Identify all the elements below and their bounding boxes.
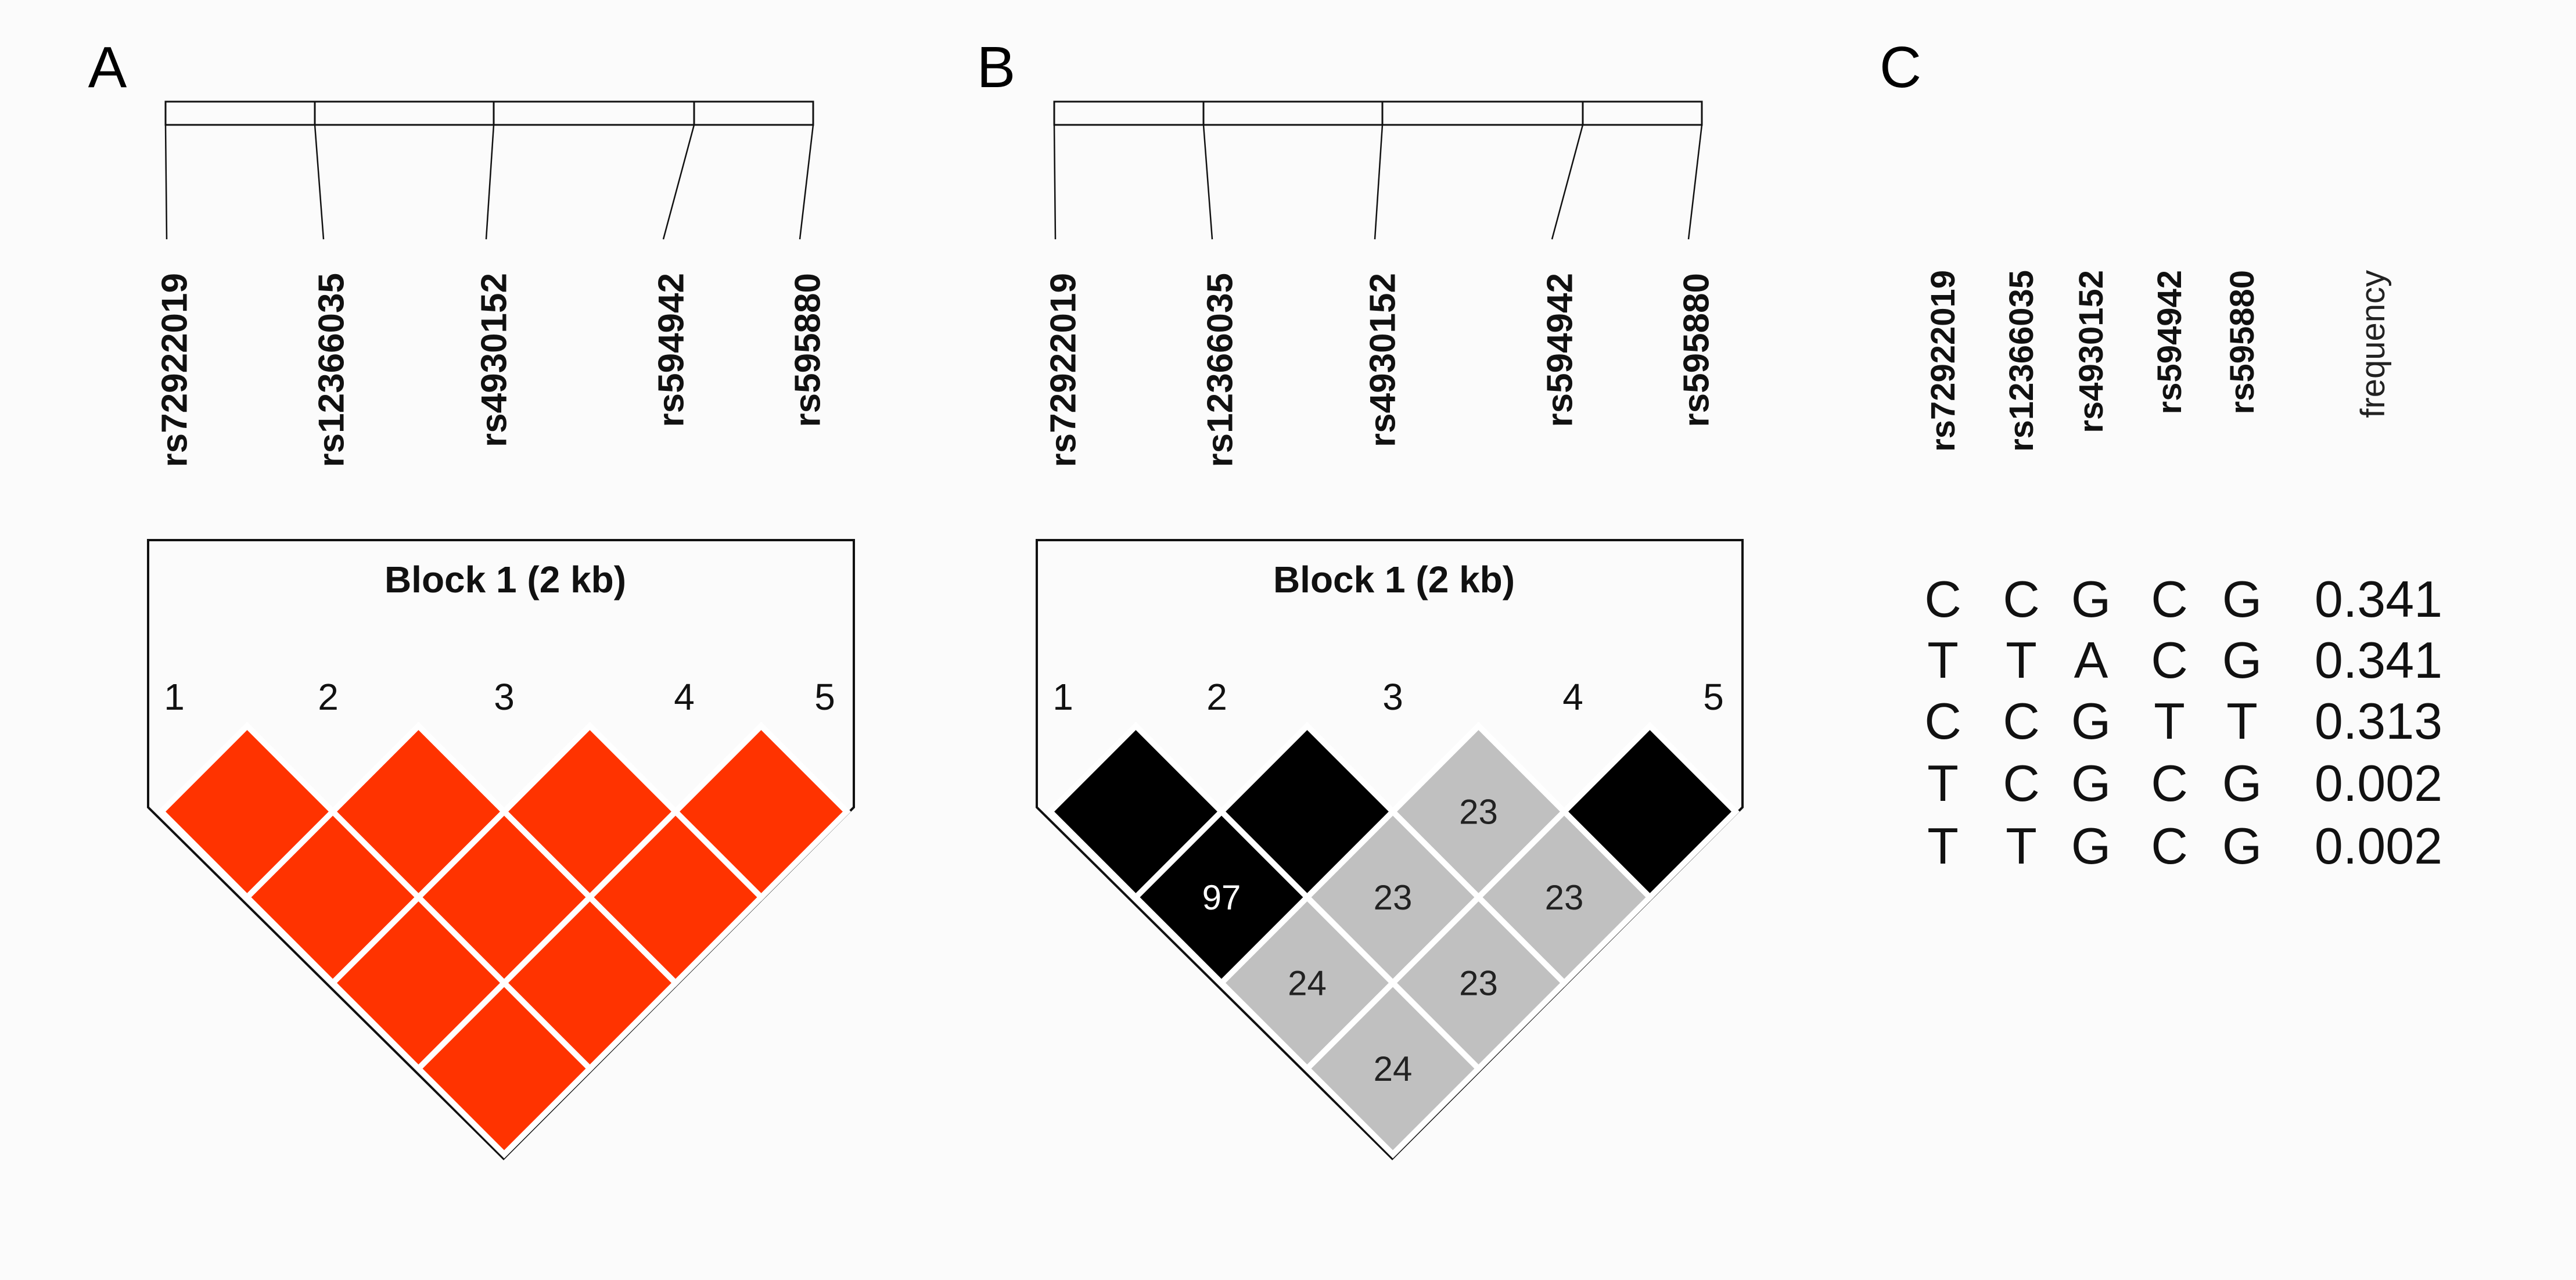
allele-cell: C [2003,692,2040,750]
allele-cell: C [2151,817,2188,875]
allele-cell: G [2222,631,2262,689]
snp-label: rs4930152 [1363,273,1403,447]
allele-cell: C [1924,570,1961,628]
allele-cell: T [1927,754,1959,812]
allele-cell: G [2071,570,2111,628]
snp-connector-line [1687,124,1703,240]
snp-connector-line [485,124,495,240]
snp-index: 2 [1206,676,1227,718]
snp-connector-line [1374,124,1384,240]
snp-connector-line [1053,124,1057,240]
allele-cell: G [2071,817,2111,875]
allele-cell: T [1927,817,1959,875]
snp-connector-line [164,124,168,240]
allele-cell: T [1927,631,1959,689]
allele-cell: C [1924,692,1961,750]
allele-cell: C [2151,570,2188,628]
haplotype-snp-header: rs4930152 [2072,270,2110,433]
snp-index: 3 [1382,676,1403,718]
snp-label: rs72922019 [1043,273,1083,467]
allele-cell: G [2222,754,2262,812]
haplotype-frequency: 0.341 [2315,631,2442,689]
snp-label: rs12366035 [1200,273,1240,467]
haplotype-frequency: 0.341 [2315,570,2442,628]
haplotype-snp-header: rs12366035 [2003,270,2040,452]
snp-label: rs595880 [1676,273,1716,427]
haplotype-snp-header: rs594942 [2151,270,2189,414]
snp-index: 3 [494,676,515,718]
panel-letter: A [88,35,127,100]
haplotype-snp-header: rs595880 [2223,270,2261,414]
snp-index: 5 [814,676,835,718]
snp-label: rs12366035 [311,273,351,467]
snp-index: 2 [318,676,339,718]
haplotype-frequency: 0.002 [2315,754,2442,812]
allele-cell: G [2071,692,2111,750]
allele-cell: T [2006,631,2037,689]
allele-cell: T [2226,692,2258,750]
snp-index: 1 [164,676,185,718]
allele-cell: C [2151,754,2188,812]
allele-cell: G [2071,754,2111,812]
ld-cell [414,979,594,1159]
allele-cell: C [2003,570,2040,628]
ld-value-label: 23 [1545,878,1584,917]
ld-cell [1303,979,1483,1159]
snp-index: 1 [1052,676,1073,718]
allele-cell: C [2003,754,2040,812]
haplotype-frequency: 0.002 [2315,817,2442,875]
ld-value-label: 23 [1459,793,1498,832]
snp-connector-line [1202,124,1213,240]
allele-cell: T [2154,692,2185,750]
ld-value-label: 23 [1459,964,1498,1003]
allele-cell: A [2074,631,2108,689]
block-title: Block 1 (2 kb) [385,559,626,601]
snp-index: 4 [1562,676,1583,718]
ld-value-label: 23 [1374,878,1413,917]
snp-label: rs4930152 [474,273,514,447]
snp-label: rs594942 [651,273,691,427]
allele-cell: C [2151,631,2188,689]
position-bar [1053,100,1703,126]
snp-label: rs595880 [788,273,828,427]
allele-cell: G [2222,570,2262,628]
haplotype-snp-header: rs72922019 [1924,270,1962,452]
ld-value-label: 24 [1288,964,1327,1003]
haplotype-frequency: 0.313 [2315,692,2442,750]
snp-index: 5 [1703,676,1724,718]
panel-letter: B [977,35,1016,100]
ld-value-label: 97 [1202,878,1241,917]
snp-label: rs72922019 [155,273,195,467]
snp-label: rs594942 [1540,273,1580,427]
block-title: Block 1 (2 kb) [1273,559,1515,601]
snp-connector-line [799,124,814,240]
snp-connector-line [1551,124,1584,240]
position-bar [164,100,814,126]
snp-connector-line [314,124,325,240]
ld-value-label: 24 [1374,1049,1413,1088]
frequency-header: frequency [2354,270,2392,418]
snp-connector-line [662,124,695,240]
allele-cell: G [2222,817,2262,875]
panel-letter: C [1880,35,1921,100]
allele-cell: T [2006,817,2037,875]
snp-index: 4 [674,676,695,718]
